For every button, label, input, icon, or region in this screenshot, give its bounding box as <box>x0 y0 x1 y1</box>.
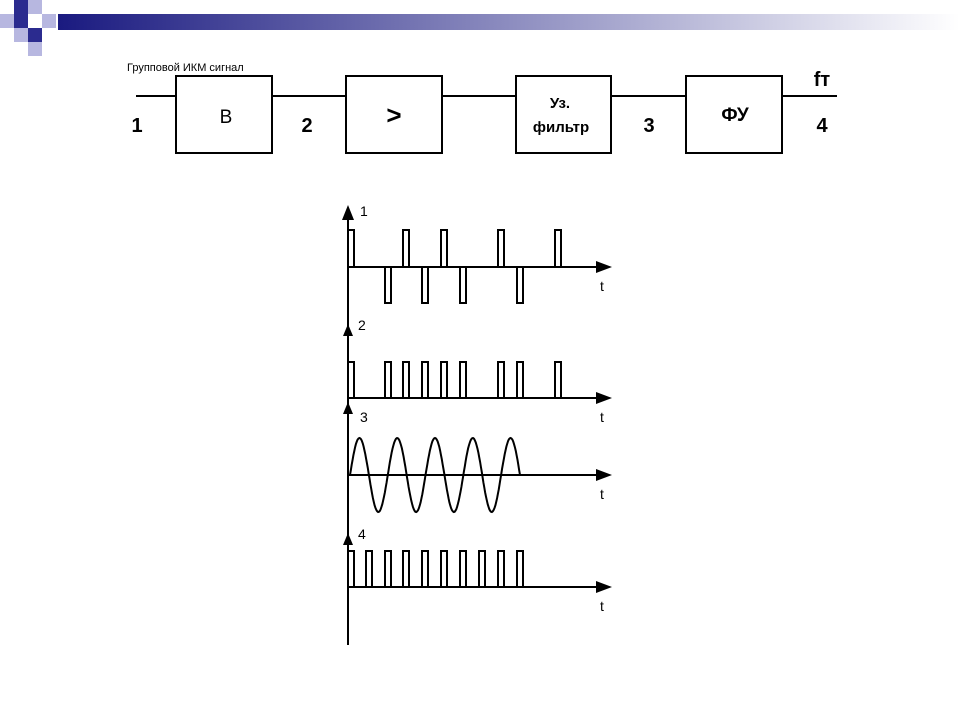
trace-3-label: 3 <box>360 409 368 425</box>
block-fu <box>685 75 783 154</box>
header-decoration <box>0 0 960 56</box>
block-filter-label-2: фильтр <box>533 119 589 136</box>
block-amplifier <box>345 75 443 154</box>
input-caption: Групповой ИКМ сигнал <box>127 62 244 74</box>
header-square-light <box>0 14 14 28</box>
trace-2-rectified-pulses <box>347 361 562 399</box>
header-square-light <box>28 42 42 56</box>
trace-1-axis-arrow <box>596 261 612 273</box>
block-diagram: Групповой ИКМ сигнал В > Уз. фильтр ФУ 1… <box>127 62 837 154</box>
header-square-dark <box>14 14 28 28</box>
trace-1-t-label: t <box>600 278 604 294</box>
trace-4-clock-pulses <box>347 550 524 588</box>
header-gradient-bar <box>58 14 960 30</box>
block-b-label: В <box>220 107 233 128</box>
trace-3-origin-arrow <box>343 402 353 414</box>
node-3-label: 3 <box>643 115 654 137</box>
trace-4-label: 4 <box>358 526 366 542</box>
trace-4-origin-arrow <box>343 533 353 545</box>
trace-3-axis-arrow <box>596 469 612 481</box>
block-b <box>175 75 273 154</box>
header-square-dark <box>14 0 28 14</box>
vertical-axis-arrow <box>342 205 354 220</box>
node-2-label: 2 <box>301 115 312 137</box>
trace-1-bipolar-pulses <box>347 229 562 304</box>
trace-1-label: 1 <box>360 203 368 219</box>
node-4-label: 4 <box>816 115 828 137</box>
output-label: fт <box>814 69 831 91</box>
trace-2-origin-arrow <box>343 324 353 336</box>
trace-4-t-label: t <box>600 598 604 614</box>
block-narrowband-filter <box>515 75 612 154</box>
node-1-label: 1 <box>131 115 142 137</box>
block-amplifier-label: > <box>386 100 401 130</box>
trace-2-label: 2 <box>358 317 366 333</box>
header-square-light <box>42 14 56 28</box>
header-square-light <box>14 28 28 42</box>
block-filter-label-1: Уз. <box>550 95 570 112</box>
timing-diagrams: 1 2 3 4 t t t t <box>342 203 612 645</box>
trace-3-sine-wave <box>349 436 521 514</box>
trace-2-axis-arrow <box>596 392 612 404</box>
header-square-light <box>28 0 42 14</box>
trace-2-t-label: t <box>600 409 604 425</box>
trace-4-axis-arrow <box>596 581 612 593</box>
block-fu-label: ФУ <box>721 105 748 126</box>
header-square-dark <box>28 28 42 42</box>
trace-3-t-label: t <box>600 486 604 502</box>
